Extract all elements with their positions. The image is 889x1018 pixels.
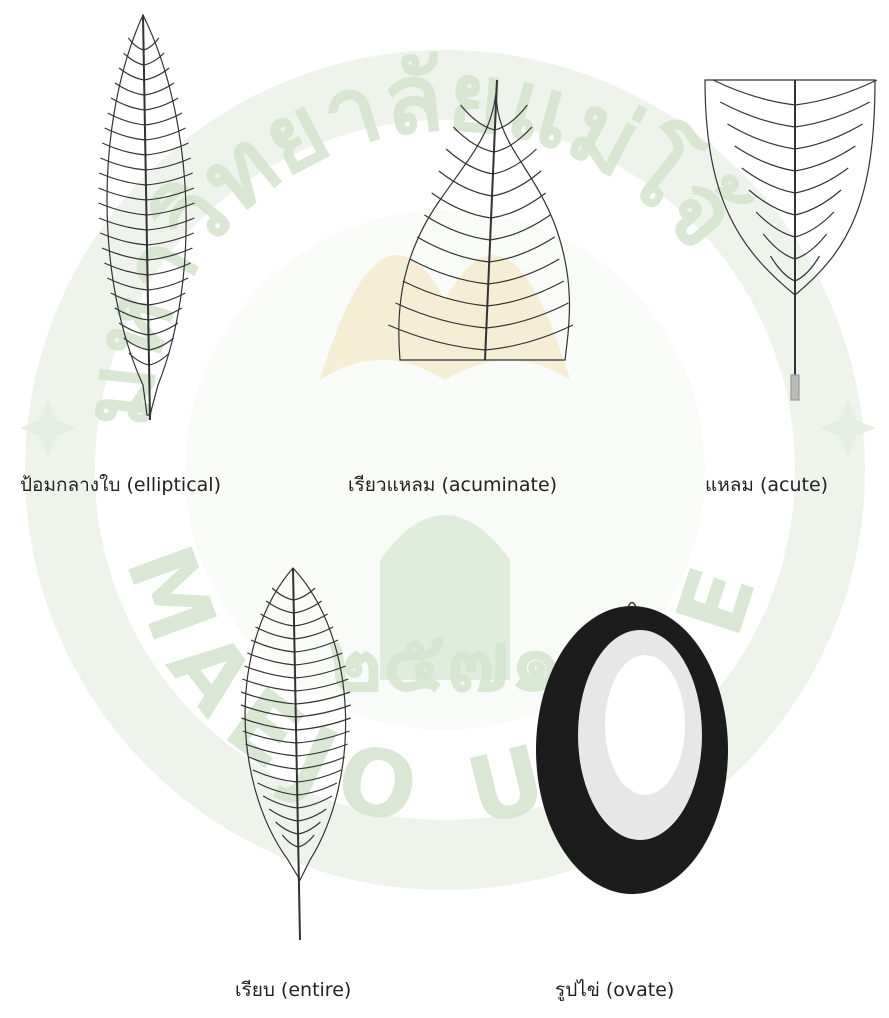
leaf-vein bbox=[294, 588, 315, 600]
leaf-vein bbox=[255, 627, 294, 639]
leaf-vein bbox=[388, 325, 485, 350]
caption-acuminate: เรียวแหลม (acuminate) bbox=[348, 470, 557, 500]
leaf-vein bbox=[245, 744, 296, 756]
leaf-vein bbox=[99, 173, 146, 185]
leaf-vein bbox=[100, 158, 145, 170]
elliptical-leaf bbox=[98, 15, 194, 420]
leaf-vein bbox=[461, 105, 495, 130]
leaf-vein bbox=[410, 259, 488, 284]
leaf-vein bbox=[99, 218, 147, 230]
leaf-vein bbox=[296, 718, 351, 730]
leaf-vein bbox=[453, 127, 494, 152]
ovate-shape bbox=[536, 603, 728, 895]
leaf-vein bbox=[242, 679, 295, 691]
leaf-vein bbox=[795, 234, 827, 259]
leaf-vein bbox=[396, 303, 487, 328]
leaf-vein bbox=[487, 281, 563, 306]
leaf-vein bbox=[276, 822, 298, 834]
leaf-vein bbox=[488, 259, 559, 284]
leaf-vein bbox=[298, 796, 332, 808]
leaf-vein bbox=[146, 173, 193, 185]
leaf-vein bbox=[297, 757, 345, 769]
leaf-vein bbox=[261, 614, 295, 626]
leaf-vein bbox=[100, 233, 147, 245]
leaf-vein bbox=[247, 653, 294, 665]
leaf-vein bbox=[486, 303, 568, 328]
leaf-vein bbox=[749, 190, 795, 215]
leaf-vein bbox=[432, 193, 491, 218]
leaf-vein bbox=[485, 325, 573, 350]
leaf-vein bbox=[795, 146, 855, 171]
leaf-vein bbox=[795, 190, 841, 215]
leaf-vein bbox=[269, 809, 298, 821]
leaf-vein bbox=[249, 757, 297, 769]
leaf-vein bbox=[297, 783, 337, 795]
leaf-vein bbox=[296, 692, 350, 704]
leaf-vein bbox=[294, 627, 333, 639]
leaf-vein bbox=[713, 80, 795, 105]
leaf-vein bbox=[296, 705, 351, 717]
leaf-vein bbox=[756, 212, 795, 237]
leaf-vein bbox=[146, 188, 194, 200]
acute-leaf bbox=[705, 80, 877, 400]
leaf-vein bbox=[742, 168, 795, 193]
leaf-vein bbox=[727, 124, 795, 149]
leaf-vein bbox=[298, 835, 314, 847]
leaf-vein bbox=[294, 614, 328, 626]
leaf-vein bbox=[241, 718, 296, 730]
caption-ovate: รูปไข่ (ovate) bbox=[555, 975, 674, 1005]
leaf-vein bbox=[251, 640, 295, 652]
leaf-vein bbox=[795, 80, 877, 105]
acuminate-leaf bbox=[388, 80, 573, 360]
leaf-vein bbox=[243, 731, 296, 743]
leaf-vein bbox=[295, 679, 348, 691]
leaf-vein bbox=[735, 146, 795, 171]
leaf-vein bbox=[298, 809, 327, 821]
leaf-vein bbox=[795, 124, 863, 149]
leaf-vein bbox=[253, 770, 297, 782]
leaf-vein bbox=[147, 218, 195, 230]
leaf-vein bbox=[439, 171, 492, 196]
leaf-vein bbox=[146, 203, 194, 215]
entire-leaf bbox=[241, 568, 351, 940]
leaf-vein bbox=[99, 188, 147, 200]
leaf-vein bbox=[492, 171, 541, 196]
leaf-vein bbox=[720, 102, 795, 127]
leaf-vein bbox=[403, 281, 488, 306]
leaf-vein bbox=[795, 212, 834, 237]
leaf-vein bbox=[298, 822, 320, 834]
leaf-vein bbox=[491, 193, 545, 218]
leaf-vein bbox=[297, 770, 341, 782]
caption-acute: แหลม (acute) bbox=[705, 470, 828, 500]
leaf-vein bbox=[424, 215, 490, 240]
leaf-vein bbox=[763, 234, 795, 259]
leaf-vein bbox=[282, 835, 298, 847]
leaf-vein bbox=[263, 796, 297, 808]
leaf-vein bbox=[446, 149, 493, 174]
leaf-vein bbox=[490, 215, 550, 240]
caption-entire: เรียบ (entire) bbox=[235, 975, 351, 1005]
leaf-vein bbox=[144, 38, 159, 50]
leaf-vein bbox=[296, 731, 349, 743]
leaf-vein bbox=[295, 640, 339, 652]
leaf-vein bbox=[417, 237, 489, 262]
leaf-vein bbox=[489, 237, 555, 262]
leaf-vein bbox=[295, 666, 346, 678]
leaf-vein bbox=[128, 38, 143, 50]
leaf-vein bbox=[795, 102, 870, 127]
caption-elliptical: ป้อมกลางใบ (elliptical) bbox=[20, 470, 221, 500]
leaf-vein bbox=[241, 705, 296, 717]
leaf-vein bbox=[297, 744, 348, 756]
leaf-vein bbox=[795, 256, 820, 281]
leaf-vein bbox=[295, 653, 342, 665]
leaf-vein bbox=[147, 233, 194, 245]
leaf-vein bbox=[258, 783, 298, 795]
leaf-vein bbox=[795, 168, 848, 193]
leaf-vein bbox=[98, 203, 146, 215]
leaf-vein bbox=[272, 588, 293, 600]
leaf-vein bbox=[244, 666, 295, 678]
leaf-vein bbox=[241, 692, 295, 704]
